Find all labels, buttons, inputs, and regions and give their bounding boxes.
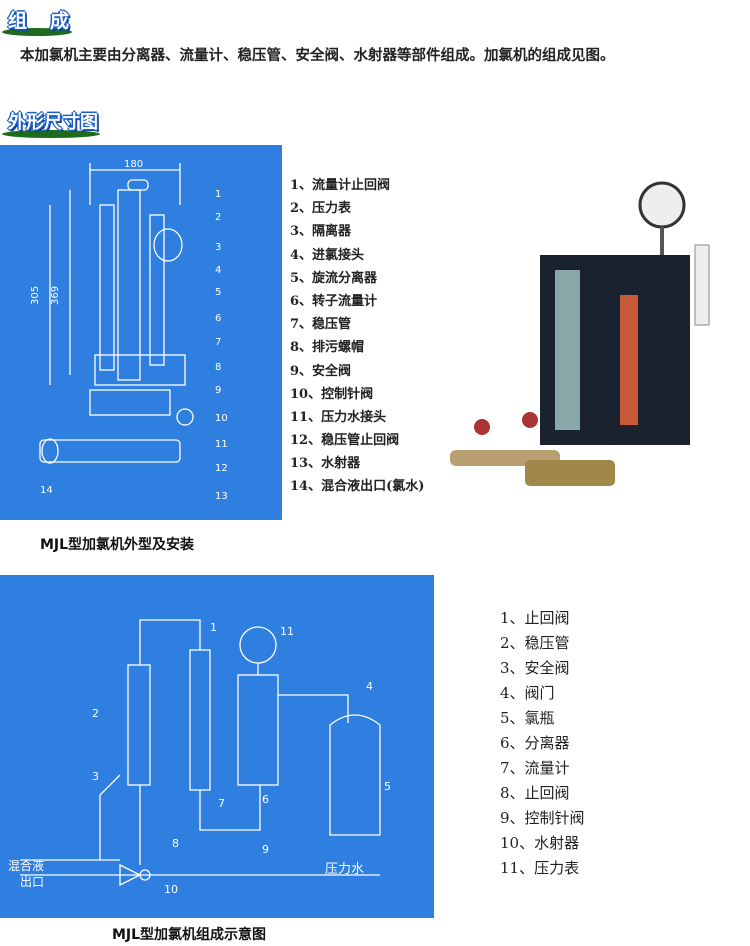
list-item: 4、进氯接头 (290, 247, 365, 263)
outlet-label-1: 混合液 (8, 858, 44, 873)
dim-h2: 369 (50, 286, 61, 305)
list-item: 9、安全阀 (290, 363, 352, 379)
callout-label: 11 (280, 625, 294, 638)
section-header-composition: 组 成 (2, 6, 74, 38)
water-label: 压力水 (325, 862, 364, 877)
callout-label: 8 (215, 362, 221, 373)
callout-label: 2 (215, 212, 221, 223)
list-item: 8、止回阀 (500, 784, 570, 802)
callout-label: 10 (164, 883, 178, 896)
figure1-caption: MJL型加氯机外型及安装 (40, 537, 195, 553)
callout-label: 7 (218, 797, 225, 810)
callout-label: 8 (172, 837, 179, 850)
dim-width: 180 (124, 159, 143, 170)
list-item: 1、止回阀 (500, 609, 570, 627)
callout-label: 14 (40, 485, 53, 496)
callout-label: 13 (215, 491, 228, 502)
callout-label: 5 (215, 287, 221, 298)
callout-label: 6 (262, 793, 269, 806)
list-item: 3、隔离器 (290, 224, 352, 240)
list-item: 6、分离器 (500, 734, 570, 752)
callout-label: 4 (366, 680, 373, 693)
parts-list-2: 1、止回阀 2、稳压管 3、安全阀 4、阀门 5、氯瓶 6、分离器 7、流量计 8、止回阀 9、… (500, 606, 585, 881)
list-item: 3、安全阀 (500, 659, 570, 677)
list-item: 11、压力水接头 (290, 409, 387, 425)
callout-label: 3 (215, 242, 221, 253)
callout-label: 1 (215, 189, 221, 200)
intro-text: 本加氯机主要由分离器、流量计、稳压管、安全阀、水射器等部件组成。加氯机的组成见图… (20, 47, 615, 64)
callout-label: 9 (262, 843, 269, 856)
callout-label: 12 (215, 463, 228, 474)
figure2-caption: MJL型加氯机组成示意图 (112, 927, 267, 943)
list-item: 7、流量计 (500, 759, 570, 777)
callout-label: 4 (215, 265, 221, 276)
callout-label: 2 (92, 707, 99, 720)
list-item: 14、混合液出口(氯水) (290, 479, 425, 495)
list-item: 11、压力表 (500, 859, 580, 877)
list-item: 4、阀门 (500, 684, 555, 702)
callout-label: 10 (215, 413, 228, 424)
machine-photo (440, 175, 740, 505)
list-item: 10、水射器 (500, 834, 580, 852)
list-item: 10、控制针阀 (290, 386, 374, 402)
dim-h1: 305 (30, 286, 41, 305)
list-item: 8、排污螺帽 (290, 340, 365, 356)
composition-schematic: 混合液 出口 压力水 1 2 3 4 5 6 7 8 9 10 11 (0, 575, 434, 918)
callout-label: 3 (92, 770, 99, 783)
list-item: 9、控制针阀 (500, 809, 585, 827)
callout-label: 1 (210, 621, 217, 634)
callout-label: 6 (215, 313, 221, 324)
list-item: 2、稳压管 (500, 634, 570, 652)
list-item: 5、氯瓶 (500, 709, 555, 727)
outlet-label-2: 出口 (20, 875, 44, 889)
callout-label: 11 (215, 439, 228, 450)
list-item: 2、压力表 (290, 201, 352, 217)
callout-label: 9 (215, 385, 221, 396)
list-item: 6、转子流量计 (290, 293, 378, 309)
callout-label: 5 (384, 780, 391, 793)
parts-list-1: 1、流量计止回阀 2、压力表 3、隔离器 4、进氯接头 5、旋流分离器 6、转子流量计 7、… (290, 174, 424, 499)
list-item: 7、稳压管 (290, 317, 352, 333)
list-item: 12、稳压管止回阀 (290, 433, 400, 449)
list-item: 1、流量计止回阀 (290, 178, 391, 193)
callout-label: 7 (215, 337, 221, 348)
section-header-dimensions: 外形尺寸图 (2, 108, 102, 140)
list-item: 5、旋流分离器 (290, 270, 378, 286)
list-item: 13、水射器 (290, 456, 361, 472)
